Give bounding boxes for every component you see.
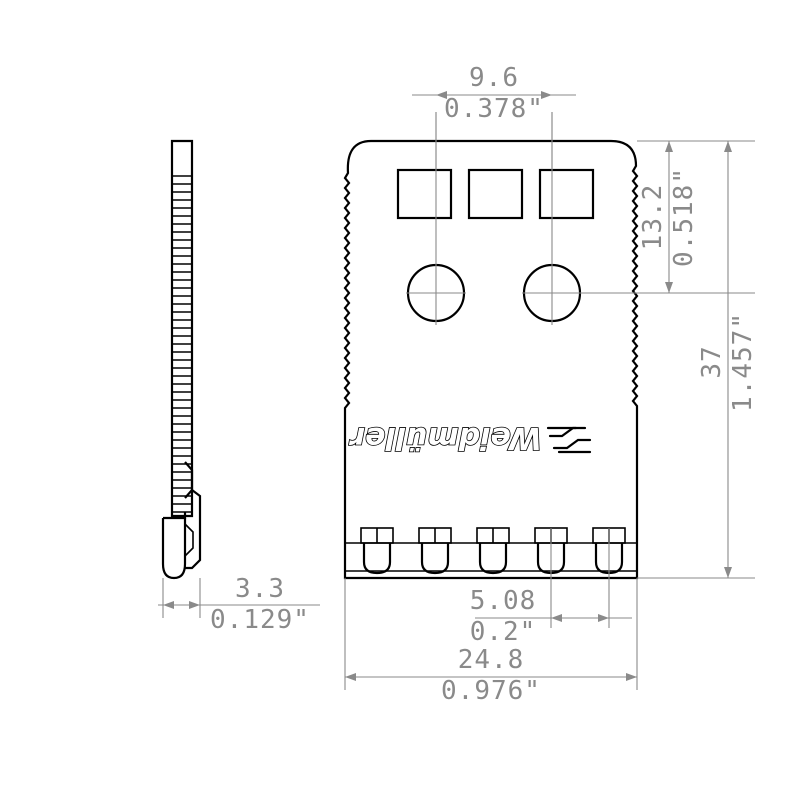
dim-overall-width-imperial: 0.976" xyxy=(441,676,541,706)
dim-thickness-metric: 3.3 xyxy=(235,574,285,604)
dimension-hole-spacing: 9.6 0.378" xyxy=(412,63,576,170)
side-view-latch-arm xyxy=(185,489,202,570)
front-view-slots xyxy=(396,168,595,220)
arrow-down xyxy=(665,282,673,293)
arrow-right xyxy=(626,673,637,681)
arrow-left xyxy=(551,614,562,622)
pin-2 xyxy=(418,527,452,575)
arrow-right xyxy=(541,91,552,99)
arrow-up xyxy=(665,141,673,152)
dim-pin-pitch-imperial: 0.2" xyxy=(470,617,537,647)
dim-upper-height-metric: 13.2 xyxy=(638,184,668,251)
arrow-up xyxy=(724,141,732,152)
side-view-body xyxy=(170,139,194,518)
dim-overall-height-imperial: 1.457" xyxy=(728,312,758,412)
weidmuller-logo-icon xyxy=(546,426,592,454)
dim-overall-width-metric: 24.8 xyxy=(458,645,525,675)
side-view xyxy=(161,139,202,580)
pin-3 xyxy=(476,527,510,575)
dimension-thickness: 3.3 0.129" xyxy=(158,574,320,635)
dim-hole-spacing-metric: 9.6 xyxy=(469,63,519,93)
dim-thickness-imperial: 0.129" xyxy=(210,605,310,635)
side-view-serrations xyxy=(173,175,191,513)
arrow-left xyxy=(345,673,356,681)
dimension-upper-height: 13.2 0.518" xyxy=(637,140,700,293)
arrow-left xyxy=(163,601,174,609)
arrow-left xyxy=(436,91,447,99)
dim-pin-pitch-metric: 5.08 xyxy=(470,586,537,616)
dim-hole-spacing-imperial: 0.378" xyxy=(444,94,544,124)
slot-2 xyxy=(467,168,524,220)
side-view-latch-notch xyxy=(184,461,194,499)
dim-upper-height-imperial: 0.518" xyxy=(669,167,699,267)
dimension-pin-pitch: 5.08 0.2" xyxy=(470,528,632,647)
arrow-down xyxy=(724,567,732,578)
front-view: Weidmüller xyxy=(343,112,755,580)
brand-lockup: Weidmüller xyxy=(347,419,592,456)
brand-wordmark: Weidmüller xyxy=(348,420,542,455)
side-view-latch-hook xyxy=(184,523,194,557)
dimension-overall-width: 24.8 0.976" xyxy=(344,578,638,706)
slot-3 xyxy=(538,168,595,220)
arrow-right xyxy=(189,601,200,609)
side-view-pin-body xyxy=(161,518,187,580)
arrow-right xyxy=(598,614,609,622)
dim-overall-height-metric: 37 xyxy=(697,345,727,378)
pin-1 xyxy=(360,527,394,575)
front-view-pins xyxy=(360,527,626,575)
front-view-body-outline xyxy=(343,139,639,580)
slot-1 xyxy=(396,168,453,220)
dimension-overall-height: 37 1.457" xyxy=(637,140,758,579)
